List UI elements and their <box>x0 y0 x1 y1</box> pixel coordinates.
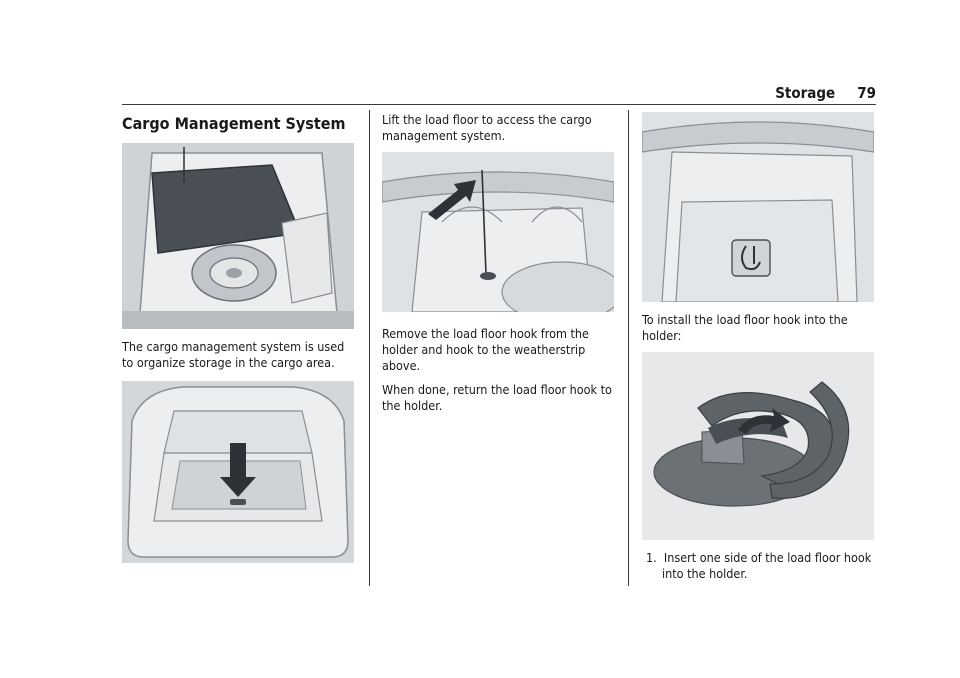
cargo-spare-tire-illustration <box>122 143 354 329</box>
weatherstrip-hook-illustration <box>382 152 614 312</box>
hook-insert-detail-illustration <box>642 352 874 540</box>
cargo-area-load-floor-illustration <box>122 381 354 563</box>
section-title: Storage <box>775 84 836 102</box>
page-header: Storage 79 <box>775 84 876 102</box>
header-rule <box>122 104 876 105</box>
page-number: 79 <box>857 84 876 102</box>
section-heading: Cargo Management System <box>122 114 346 133</box>
paragraph-1: The cargo management system is used to o… <box>122 339 345 370</box>
column-2: Lift the load floor to access the cargo … <box>382 110 616 422</box>
step-text: Insert one side of the load floor hook i… <box>662 550 872 581</box>
column-divider-1 <box>369 110 370 586</box>
step-number: 1. <box>646 550 657 565</box>
column-3: To install the load floor hook into the … <box>642 110 876 582</box>
column-divider-2 <box>628 110 629 586</box>
column-1: Cargo Management System The cargo manage… <box>122 110 356 563</box>
step-item: 1. Insert one side of the load floor hoo… <box>642 550 876 582</box>
paragraph-1: Lift the load floor to access the cargo … <box>382 112 592 143</box>
paragraph-2: Remove the load floor hook from the hold… <box>382 326 589 373</box>
paragraph-3: When done, return the load floor hook to… <box>382 382 612 413</box>
steps-list: 1. Insert one side of the load floor hoo… <box>642 550 876 582</box>
hook-in-holder-illustration <box>642 112 874 302</box>
paragraph-1: To install the load floor hook into the … <box>642 312 848 343</box>
